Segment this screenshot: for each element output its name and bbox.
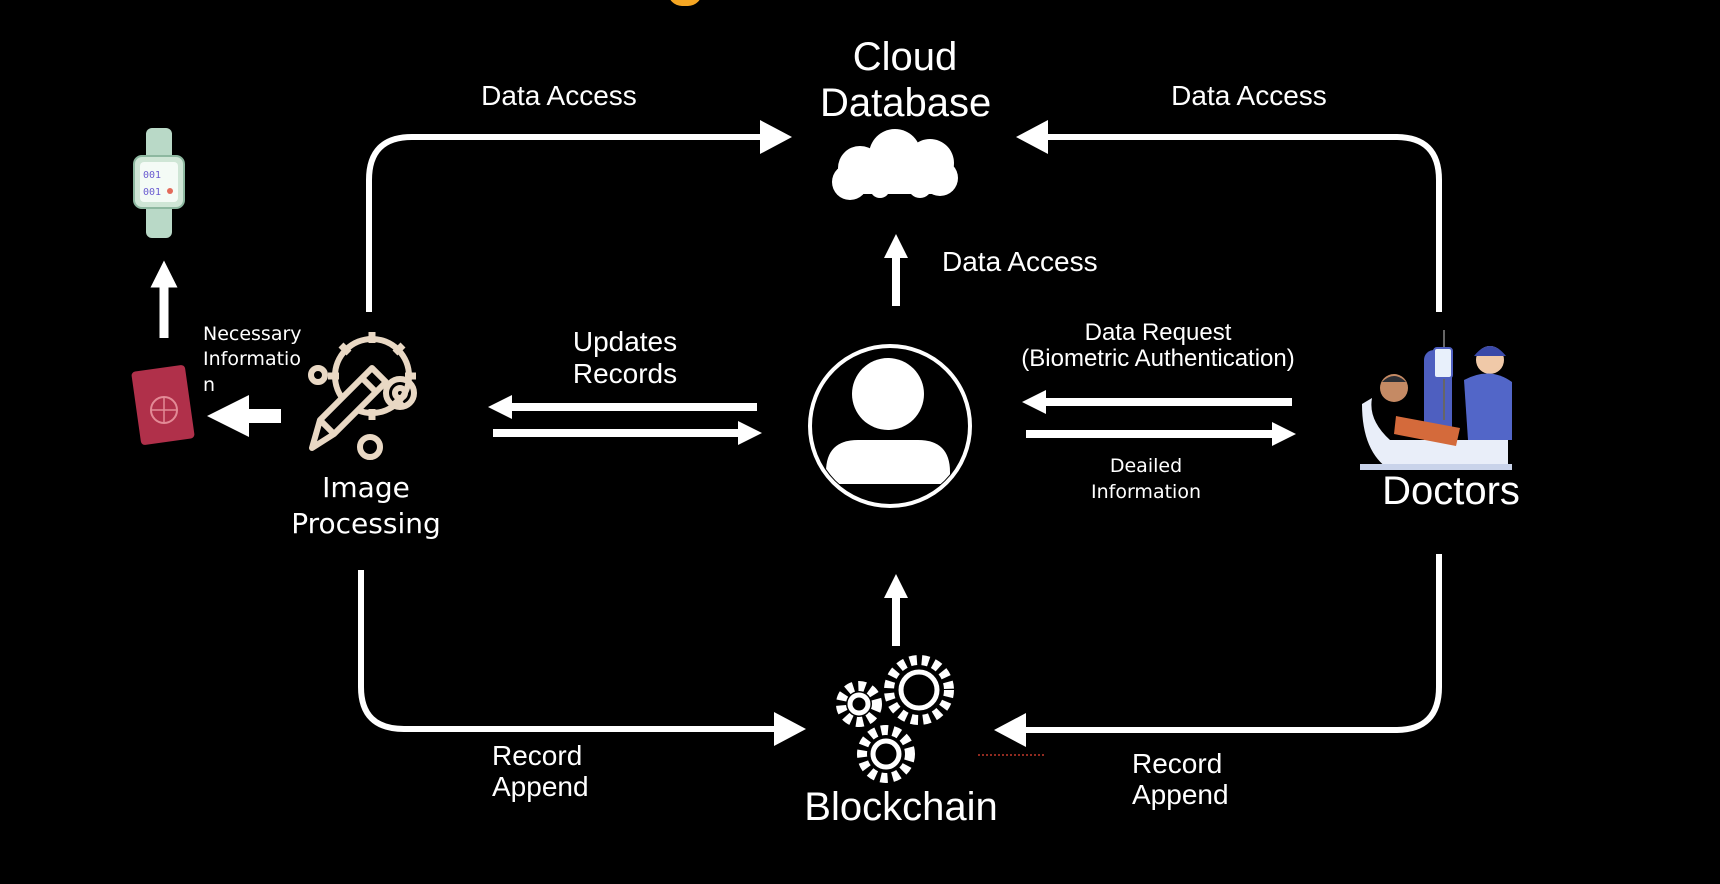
smartwatch-icon: 001 001 [133,128,185,238]
svg-text:001: 001 [143,187,161,198]
image-processing-label: Image Processing [291,471,441,541]
gears-pencil-icon [308,332,417,460]
gears-icon [836,655,954,783]
record-append-label-right: Record Append [1132,748,1229,811]
arrow-head [1016,120,1048,154]
data-request-label: Data Request (Biometric Authentication) [1021,319,1295,373]
arrow-head [760,120,792,154]
user-avatar-icon [808,344,972,508]
cloud-database-title: Cloud Database [820,35,992,125]
arrow-doctors-to-cloud [1046,134,1442,312]
doctors-label: Doctors [1382,469,1520,513]
record-append-label-left: Record Append [492,740,589,803]
title-fragment [668,0,702,6]
arrow-image-to-blockchain [358,570,776,732]
data-access-label-right: Data Access [1171,80,1327,111]
cloud-icon [832,129,958,200]
data-access-label-center: Data Access [942,246,1098,277]
arrow-image-to-cloud [366,134,762,312]
blockchain-label: Blockchain [804,785,998,829]
detailed-information-label: Deailed Information [1091,455,1201,503]
updates-records-label: Updates Records [572,326,678,390]
arrow-head [994,713,1026,747]
arrow-head [774,712,806,746]
arrow-doctors-to-blockchain [1024,554,1442,733]
data-access-label-left: Data Access [481,80,637,111]
passport-icon [131,365,195,445]
svg-text:001: 001 [143,170,161,181]
gears-inner [847,669,940,770]
doctor-patient-illustration [1360,330,1512,470]
necessary-information-label: Necessary Informatio n [203,323,302,396]
